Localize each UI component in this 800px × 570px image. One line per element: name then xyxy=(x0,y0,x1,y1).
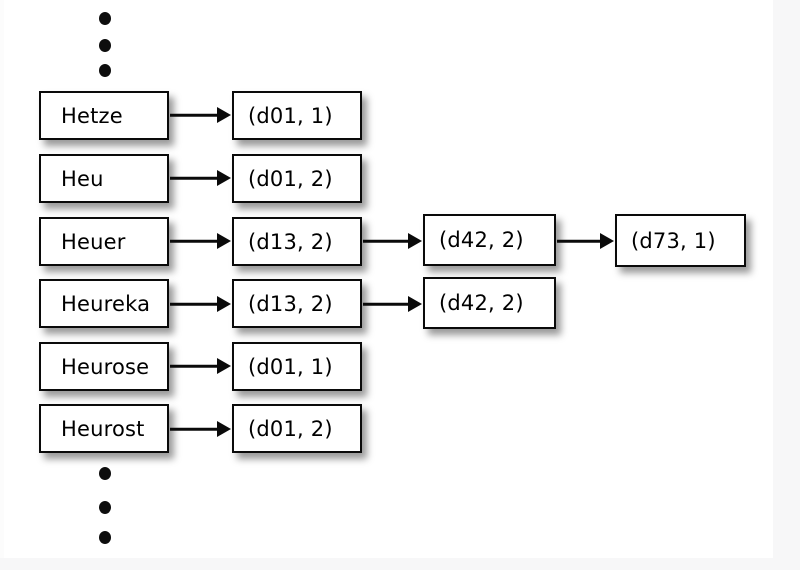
arrow-head-icon xyxy=(408,233,422,249)
arrow-shaft xyxy=(170,239,218,243)
posting-node-d01-1-0[interactable]: (d01, 1) xyxy=(232,91,362,140)
posting-node-d73-1-0[interactable]: (d73, 1) xyxy=(615,214,746,267)
arrow-shaft xyxy=(557,239,601,243)
arrow-shaft xyxy=(170,113,218,117)
term-node-heu-1[interactable]: Heu xyxy=(39,154,169,203)
term-node-heureka-3[interactable]: Heureka xyxy=(39,279,169,328)
posting-node-d01-2-5[interactable]: (d01, 2) xyxy=(232,404,362,453)
posting-node-d13-2-3[interactable]: (d13, 2) xyxy=(232,279,362,328)
posting-node-d42-2-1[interactable]: (d42, 2) xyxy=(423,277,556,329)
posting-node-d42-2-0[interactable]: (d42, 2) xyxy=(423,214,556,266)
page-edge-left xyxy=(0,0,4,570)
arrow-head-icon xyxy=(217,233,231,249)
arrow-shaft xyxy=(170,176,218,180)
arrow-shaft xyxy=(170,302,218,306)
arrow-shaft xyxy=(170,364,218,368)
ellipsis-bottom-dot-3 xyxy=(99,531,111,544)
ellipsis-top-dot-2 xyxy=(99,39,111,52)
posting-node-d13-2-2[interactable]: (d13, 2) xyxy=(232,217,362,266)
page-edge-right xyxy=(773,0,800,570)
term-node-heuer-2[interactable]: Heuer xyxy=(39,217,169,266)
ellipsis-bottom-dot-1 xyxy=(99,467,111,480)
term-node-hetze-0[interactable]: Hetze xyxy=(39,91,169,140)
ellipsis-top-dot-1 xyxy=(99,12,111,25)
arrow-head-icon xyxy=(600,233,614,249)
arrow-head-icon xyxy=(217,296,231,312)
term-node-heurost-5[interactable]: Heurost xyxy=(39,404,169,453)
posting-node-d01-1-4[interactable]: (d01, 1) xyxy=(232,342,362,391)
arrow-head-icon xyxy=(217,170,231,186)
arrow-shaft xyxy=(363,302,409,306)
posting-node-d01-2-1[interactable]: (d01, 2) xyxy=(232,154,362,203)
arrow-head-icon xyxy=(217,421,231,437)
arrow-head-icon xyxy=(408,296,422,312)
ellipsis-bottom-dot-2 xyxy=(99,501,111,514)
term-node-heurose-4[interactable]: Heurose xyxy=(39,342,169,391)
arrow-shaft xyxy=(170,427,218,431)
arrow-head-icon xyxy=(217,107,231,123)
page-edge-bottom xyxy=(0,558,800,570)
arrow-head-icon xyxy=(217,358,231,374)
ellipsis-top-dot-3 xyxy=(99,64,111,77)
arrow-shaft xyxy=(363,239,409,243)
